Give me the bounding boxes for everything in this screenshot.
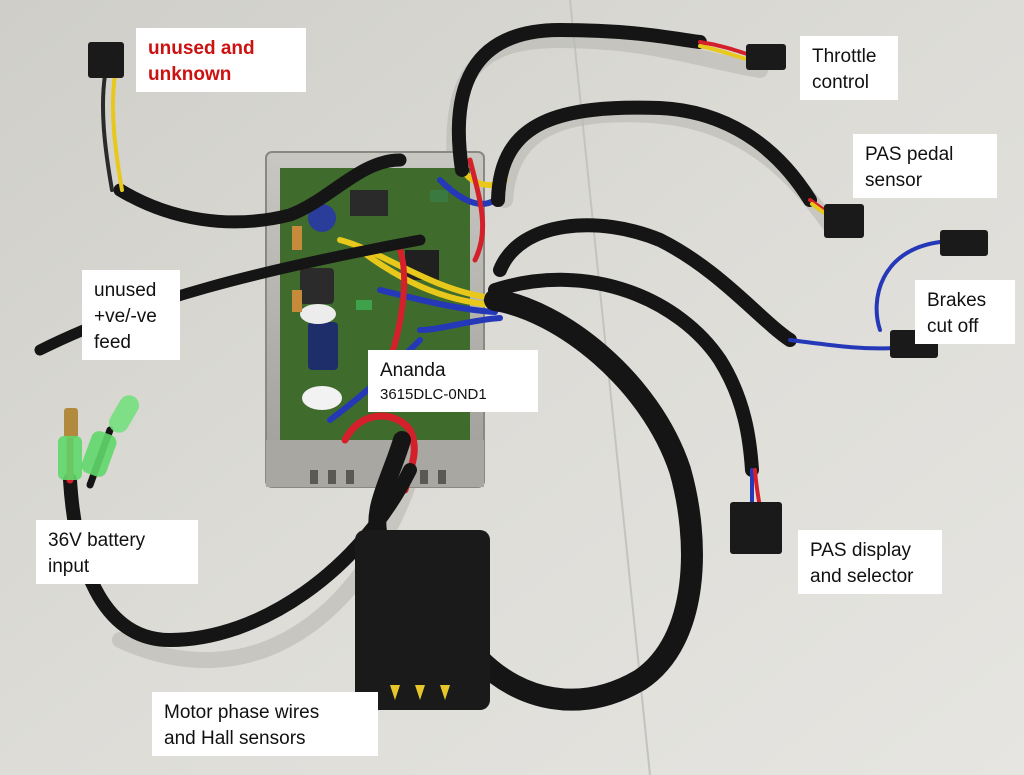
pas-pedal-connector	[824, 204, 864, 238]
controller-box	[265, 151, 485, 488]
green-sleeve-3	[81, 431, 117, 477]
battery-terminals	[58, 395, 139, 480]
connectors	[88, 42, 988, 710]
unknown-connector	[88, 42, 124, 78]
brake-connector-1	[940, 230, 988, 256]
green-sleeve-2	[109, 395, 139, 433]
green-sleeve-1	[58, 436, 82, 480]
controller-model: 3615DLC-0ND1	[380, 386, 487, 403]
heatsink-fins	[310, 470, 446, 484]
label-brakes-cut-off: Brakes cut off	[915, 280, 1015, 344]
heatsink-base	[266, 440, 484, 487]
pcb-components	[292, 190, 448, 410]
label-pas-display: PAS display and selector	[798, 530, 942, 594]
motor-connector	[355, 530, 490, 710]
black-cables	[34, 22, 817, 711]
label-motor-phase: Motor phase wires and Hall sensors	[152, 692, 378, 756]
label-unused-feed: unused +ve/-ve feed	[82, 270, 180, 360]
pas-display-connector	[730, 502, 782, 554]
label-battery-input: 36V battery input	[36, 520, 198, 584]
label-unused-unknown: unused and unknown	[136, 28, 306, 92]
label-controller: Ananda 3615DLC-0ND1	[368, 350, 538, 412]
brass-terminal	[64, 408, 78, 438]
label-throttle-control: Throttle control	[800, 36, 898, 100]
motor-connector-pins	[390, 685, 450, 700]
surface-seam	[569, 0, 651, 775]
label-pas-pedal-sensor: PAS pedal sensor	[853, 134, 997, 198]
controller-name: Ananda	[380, 360, 446, 381]
throttle-connector	[746, 44, 786, 70]
